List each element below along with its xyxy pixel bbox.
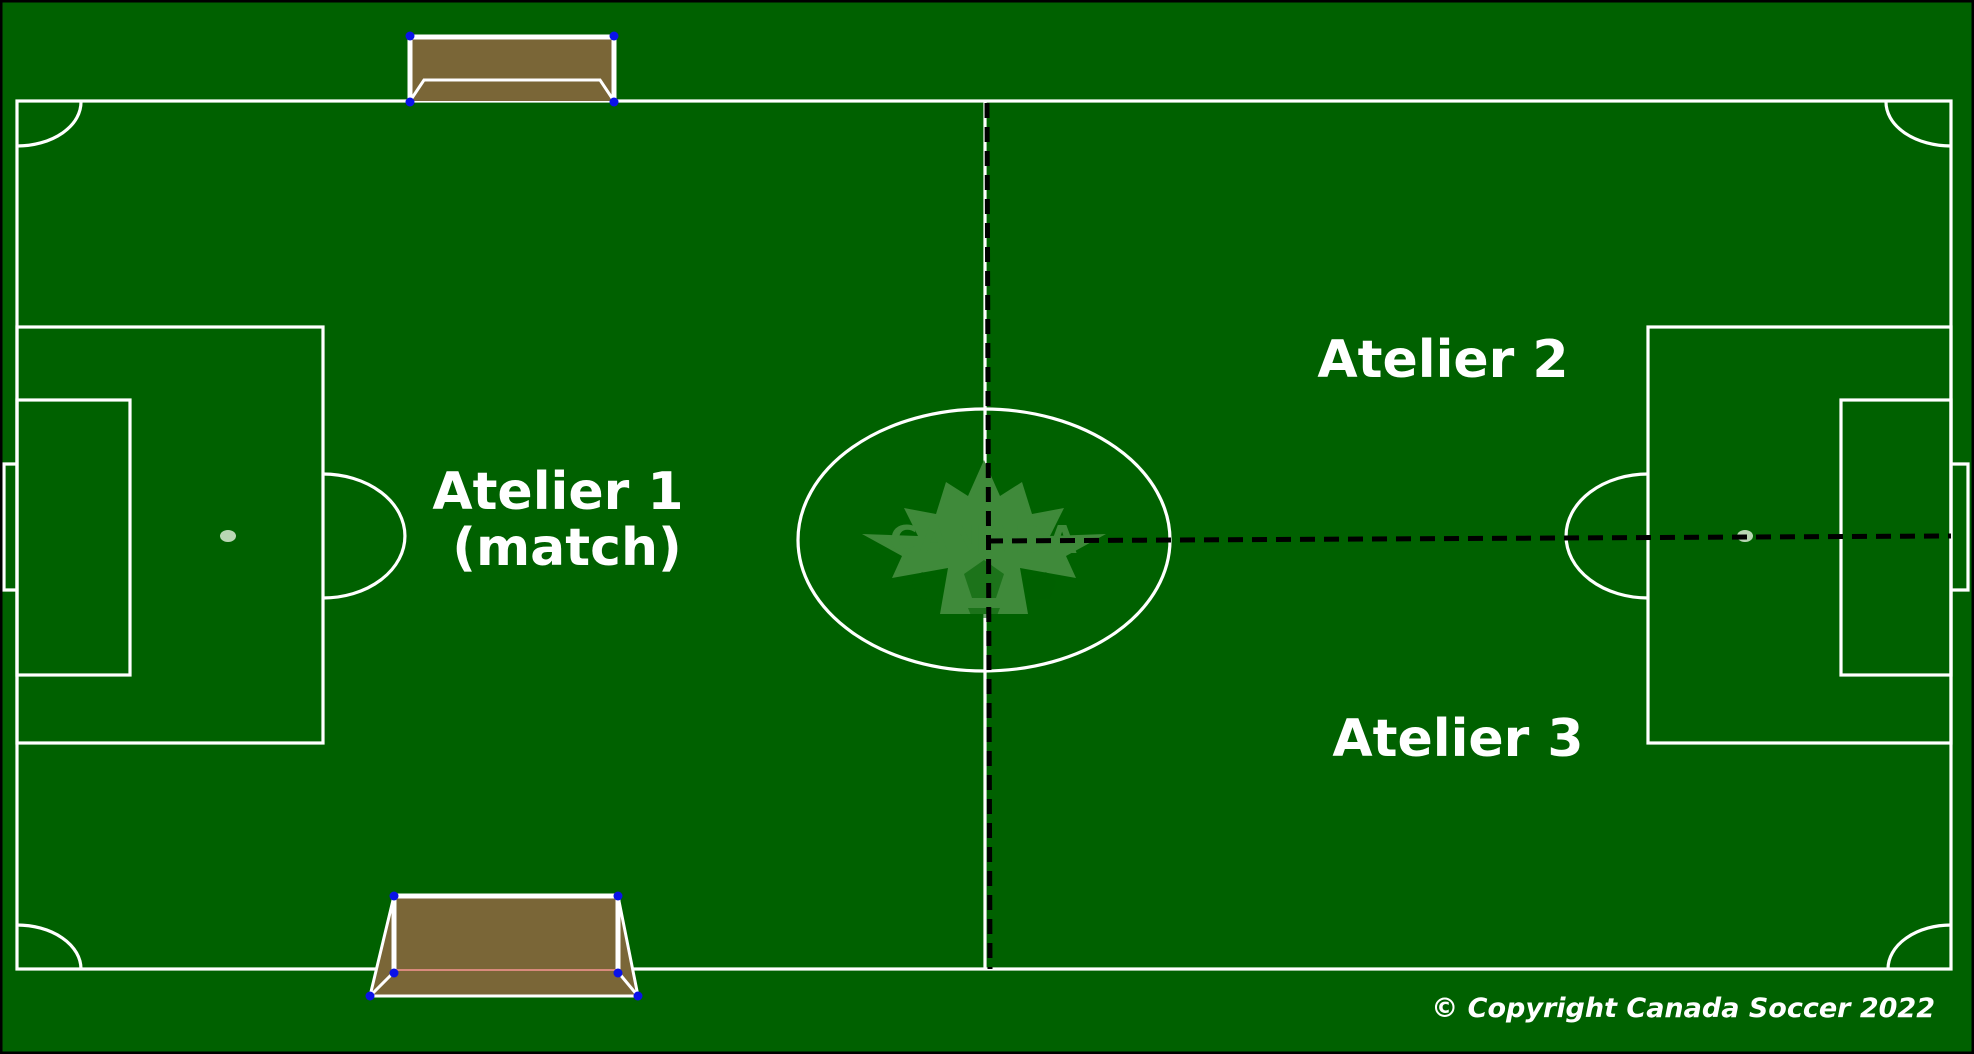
- goal-post-marker: [389, 968, 399, 978]
- goal-post-marker: [613, 968, 623, 978]
- left-penalty-spot: [220, 530, 236, 542]
- maple-leaf-icon: [862, 460, 1106, 614]
- top-goal: [405, 31, 619, 107]
- copyright-text: © Copyright Canada Soccer 2022: [1431, 993, 1935, 1024]
- goal-post-marker: [613, 891, 623, 901]
- horizontal-zone-divider: [987, 533, 1952, 544]
- zone-dividers: [984, 102, 1952, 970]
- corner-arc-bottom-left: [16, 923, 83, 970]
- goal-post-marker: [609, 97, 619, 107]
- vertical-zone-divider: [984, 102, 993, 970]
- corner-arc-top-right: [1884, 100, 1952, 148]
- goal-post-marker: [365, 991, 375, 1001]
- left-goal-area: [15, 398, 132, 677]
- left-goal-mouth: [2, 462, 17, 592]
- goal-post-marker: [609, 31, 619, 41]
- goal-post-marker: [389, 891, 399, 901]
- zone-label-atelier-1: Atelier 1 (match): [432, 462, 701, 578]
- left-penalty-arc: [322, 472, 407, 600]
- goal-post-marker: [405, 97, 415, 107]
- soccer-ball-icon: [912, 560, 1056, 618]
- bottom-goal: [365, 891, 643, 1001]
- zone-label-atelier-3: Atelier 3: [1332, 709, 1583, 769]
- corner-arc-top-left: [16, 100, 83, 148]
- goal-post-marker: [633, 991, 643, 1001]
- corner-arc-bottom-right: [1886, 923, 1952, 970]
- zone-label-atelier-2: Atelier 2: [1317, 330, 1568, 390]
- goal-post-marker: [405, 31, 415, 41]
- right-goal-mouth: [1951, 462, 1970, 592]
